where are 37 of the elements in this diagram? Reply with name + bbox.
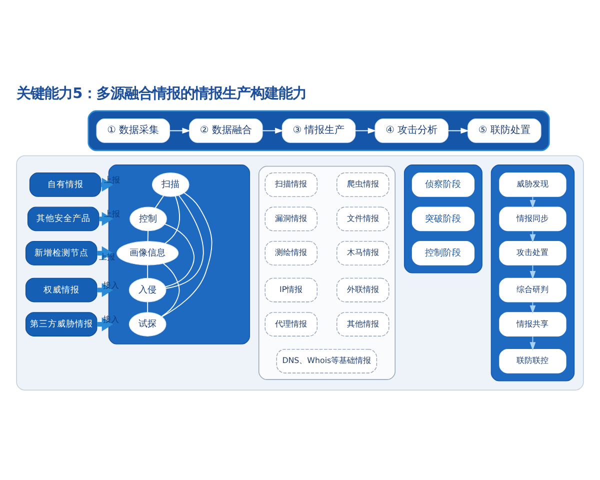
node-box: 突破阶段 — [412, 206, 474, 232]
connector — [161, 192, 212, 318]
connector — [147, 230, 148, 242]
node-box: 新增检测节点 — [25, 240, 98, 266]
node-ellipse: 试探 — [128, 312, 166, 336]
node-box: ④ 攻击分析 — [374, 118, 448, 143]
node-box: 自有情报 — [29, 172, 102, 197]
connector — [164, 224, 195, 288]
cluster — [88, 110, 550, 152]
arrow — [169, 128, 191, 134]
connector — [166, 195, 204, 289]
node-box: ① 数据采集 — [96, 118, 170, 143]
cluster — [16, 155, 584, 390]
diagram-title: 关键能力5：多源融合情报的情报生产构建能力 — [16, 86, 307, 102]
node-box: 其他安全产品 — [27, 206, 100, 232]
connector — [161, 262, 180, 317]
cluster — [258, 166, 396, 380]
node-box: ③ 情报生产 — [282, 118, 356, 143]
node-box: 控制阶段 — [412, 240, 474, 266]
arrow — [354, 128, 376, 134]
cluster — [404, 164, 482, 274]
cluster — [490, 164, 575, 382]
node-box: 侦察阶段 — [412, 172, 474, 197]
node-box: 权威情报 — [25, 278, 98, 302]
node-box: 第三方威胁情报 — [25, 312, 98, 336]
connector — [147, 264, 148, 279]
arrow — [262, 128, 284, 134]
connector — [154, 195, 164, 208]
node-ellipse: 入侵 — [128, 278, 166, 302]
node-ellipse: 扫描 — [152, 172, 190, 197]
node-ellipse: 画像信息 — [116, 240, 179, 266]
arrow — [448, 128, 470, 134]
connector — [164, 196, 180, 244]
node-box: ⑤ 联防处置 — [468, 118, 542, 143]
node-ellipse: 控制 — [130, 206, 167, 232]
connector — [147, 302, 148, 313]
node-box: ② 数据融合 — [189, 118, 263, 143]
